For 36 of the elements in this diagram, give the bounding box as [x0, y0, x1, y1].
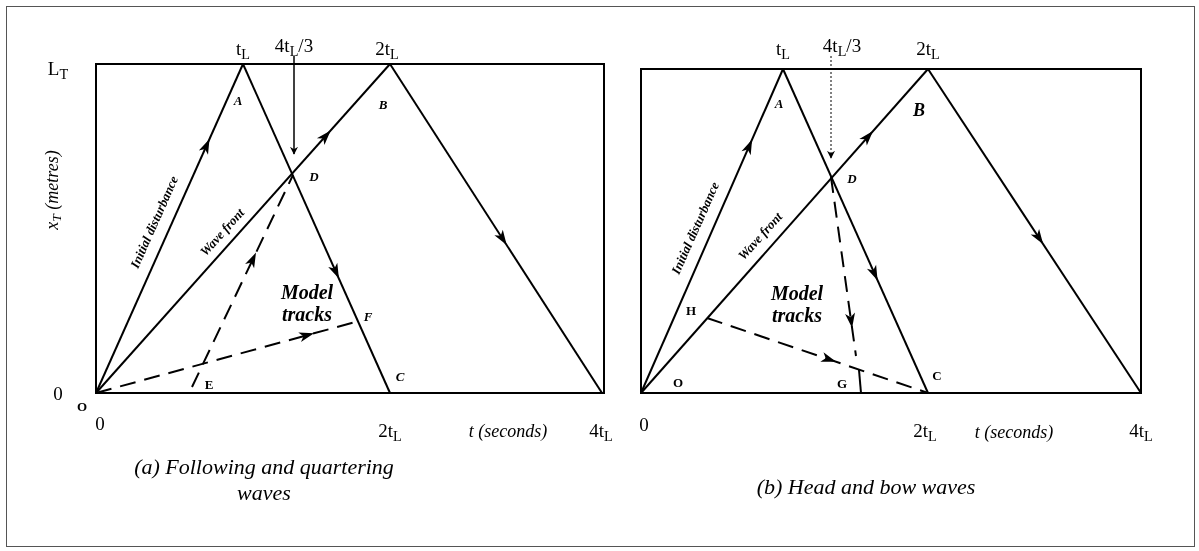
tick-label: t$_{L}$ [236, 38, 250, 58]
axis-label: L$_{T}$ [47, 58, 69, 78]
tick-label: 2t$_{L}$ [375, 38, 399, 58]
tick-label: 0 [95, 413, 105, 433]
tick-label: 0 [53, 383, 63, 403]
point-label: O [672, 375, 684, 389]
tick-label: 4t$_{L}$/3 [274, 35, 314, 55]
origin-label: O [76, 399, 88, 413]
point-label: A [233, 93, 243, 107]
tick-label: t$_{L}$ [776, 38, 790, 58]
tick-label: 4t$_{L}$ [589, 420, 613, 440]
axis-title: t (seconds) [974, 423, 1054, 441]
leader-line [290, 55, 298, 155]
track-label: Model tracks [279, 281, 335, 325]
point-label: B [913, 101, 925, 119]
point-label: G [836, 376, 848, 390]
figure-caption: (a) Following and quartering waves [133, 453, 395, 507]
axis-title: t (seconds) [468, 422, 548, 440]
tick-label: 2t$_{L}$ [916, 38, 940, 58]
point-label: C [932, 368, 942, 382]
point-label: D [847, 171, 857, 185]
point-label: C [395, 369, 405, 383]
tick-label: 4t$_{L}$/3 [822, 35, 862, 55]
point-label: F [363, 309, 373, 323]
track-label: Model tracks [769, 282, 825, 326]
point-label: A [774, 96, 784, 110]
leader-line [827, 55, 835, 159]
tick-label: 2t$_{L}$ [913, 420, 937, 440]
figure-caption: (b) Head and bow waves [755, 473, 977, 501]
point-label: D [309, 169, 319, 183]
point-label: H [685, 303, 697, 317]
point-label: B [378, 97, 388, 111]
tick-label: 0 [639, 414, 649, 434]
tick-label: 2t$_{L}$ [378, 420, 402, 440]
point-label: E [204, 377, 214, 391]
tick-label: 4t$_{L}$ [1129, 420, 1153, 440]
